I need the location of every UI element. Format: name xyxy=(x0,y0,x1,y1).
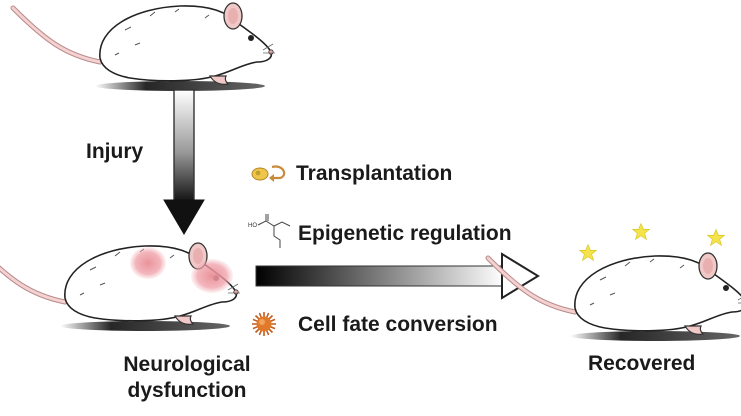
lesion-spot-right xyxy=(191,259,233,293)
star-icon xyxy=(707,229,725,246)
neurological-dysfunction-label: Neurological dysfunction xyxy=(112,352,262,404)
cell-fate-conversion-label: Cell fate conversion xyxy=(298,313,498,336)
injury-arrow xyxy=(163,89,205,235)
lesion-spot-left xyxy=(130,247,166,279)
star-icon xyxy=(579,244,597,261)
treatment-arrow xyxy=(255,252,540,300)
epigenetic-regulation-label: Epigenetic regulation xyxy=(298,222,512,245)
neurological-dysfunction-line2: dysfunction xyxy=(127,379,247,402)
mouse-illustration-top xyxy=(13,3,275,91)
mouse-illustration-recovered xyxy=(488,253,741,341)
recovered-label: Recovered xyxy=(588,352,696,375)
cell-icon xyxy=(252,312,276,336)
injury-label: Injury xyxy=(86,140,144,163)
transplantation-label: Transplantation xyxy=(296,162,453,185)
neurological-dysfunction-line1: Neurological xyxy=(123,353,251,376)
hydroxyl-label: HO xyxy=(248,223,257,229)
valproic-acid-icon: HO xyxy=(248,214,291,248)
transplant-icon xyxy=(251,165,286,182)
star-icon xyxy=(632,223,650,240)
